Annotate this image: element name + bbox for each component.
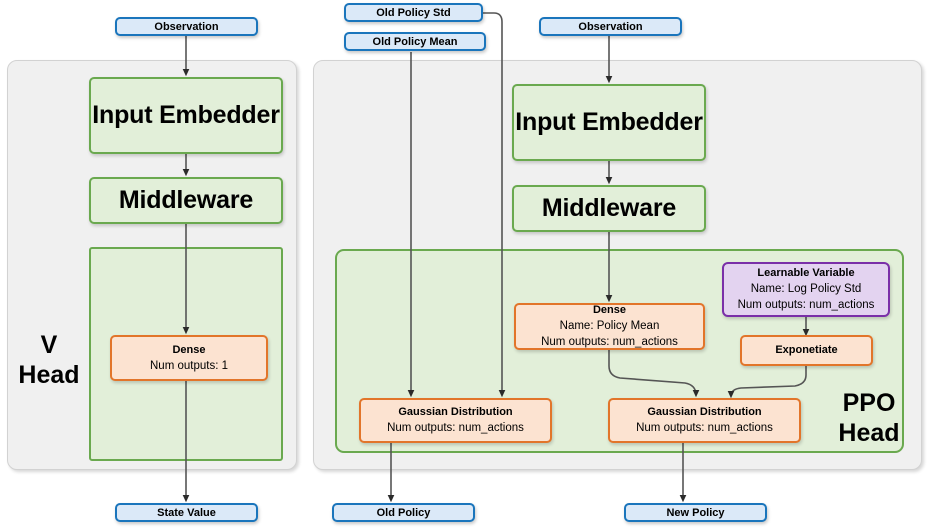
ppo-head-learnable-variable[interactable]: Learnable Variable Name: Log Policy Std …: [722, 262, 890, 317]
output-old-policy[interactable]: Old Policy: [332, 503, 475, 522]
ppo-head-dense-policy-mean[interactable]: Dense Name: Policy Mean Num outputs: num…: [514, 303, 705, 350]
input-old-policy-std[interactable]: Old Policy Std: [344, 3, 483, 22]
v-head-label-line1: V: [40, 331, 58, 359]
ppo-head-learnable-variable-num-outputs: Num outputs: num_actions: [737, 299, 875, 311]
ppo-head-exponetiate-title: Exponetiate: [775, 344, 838, 356]
v-head-label: V Head: [14, 330, 84, 390]
ppo-head-middleware[interactable]: Middleware: [512, 185, 706, 232]
ppo-head-learnable-variable-name: Name: Log Policy Std: [750, 283, 862, 295]
input-old-policy-mean-label: Old Policy Mean: [372, 35, 458, 48]
ppo-head-gaussian-old-num-outputs: Num outputs: num_actions: [387, 422, 524, 434]
input-observation-left-label: Observation: [154, 20, 219, 33]
input-observation-right[interactable]: Observation: [539, 17, 682, 36]
v-head-middleware[interactable]: Middleware: [89, 177, 283, 224]
ppo-head-gaussian-old-title: Gaussian Distribution: [398, 406, 513, 418]
ppo-head-gaussian-old[interactable]: Gaussian Distribution Num outputs: num_a…: [359, 398, 552, 443]
v-head-dense-title: Dense: [172, 343, 206, 356]
ppo-head-exponetiate[interactable]: Exponetiate: [740, 335, 873, 366]
ppo-head-label-line1: PPO: [842, 389, 896, 417]
input-old-policy-std-label: Old Policy Std: [376, 6, 451, 19]
ppo-head-gaussian-new[interactable]: Gaussian Distribution Num outputs: num_a…: [608, 398, 801, 443]
ppo-head-dense-policy-mean-title: Dense: [592, 304, 627, 316]
ppo-head-input-embedder-label: Input Embedder: [515, 108, 703, 136]
v-head-input-embedder[interactable]: Input Embedder: [89, 77, 283, 154]
ppo-head-dense-policy-mean-name: Name: Policy Mean: [559, 320, 660, 332]
ppo-head-dense-policy-mean-num-outputs: Num outputs: num_actions: [541, 336, 678, 348]
output-old-policy-label: Old Policy: [376, 506, 431, 519]
ppo-head-label: PPO Head: [824, 388, 914, 448]
ppo-head-gaussian-new-title: Gaussian Distribution: [647, 406, 762, 418]
v-head-dense[interactable]: Dense Num outputs: 1: [110, 335, 268, 381]
ppo-head-label-line2: Head: [838, 419, 900, 447]
ppo-head-middleware-label: Middleware: [541, 194, 677, 222]
v-head-middleware-label: Middleware: [118, 186, 254, 214]
output-state-value-label: State Value: [157, 506, 216, 519]
input-old-policy-mean[interactable]: Old Policy Mean: [344, 32, 486, 51]
ppo-head-input-embedder[interactable]: Input Embedder: [512, 84, 706, 161]
ppo-head-gaussian-new-num-outputs: Num outputs: num_actions: [636, 422, 773, 434]
v-head-dense-num-outputs: Num outputs: 1: [150, 359, 228, 372]
output-new-policy-label: New Policy: [666, 506, 725, 519]
output-new-policy[interactable]: New Policy: [624, 503, 767, 522]
v-head-input-embedder-label: Input Embedder: [92, 101, 280, 129]
input-observation-left[interactable]: Observation: [115, 17, 258, 36]
input-observation-right-label: Observation: [578, 20, 643, 33]
ppo-head-learnable-variable-title: Learnable Variable: [757, 267, 855, 279]
v-head-label-line2: Head: [18, 361, 80, 389]
output-state-value[interactable]: State Value: [115, 503, 258, 522]
